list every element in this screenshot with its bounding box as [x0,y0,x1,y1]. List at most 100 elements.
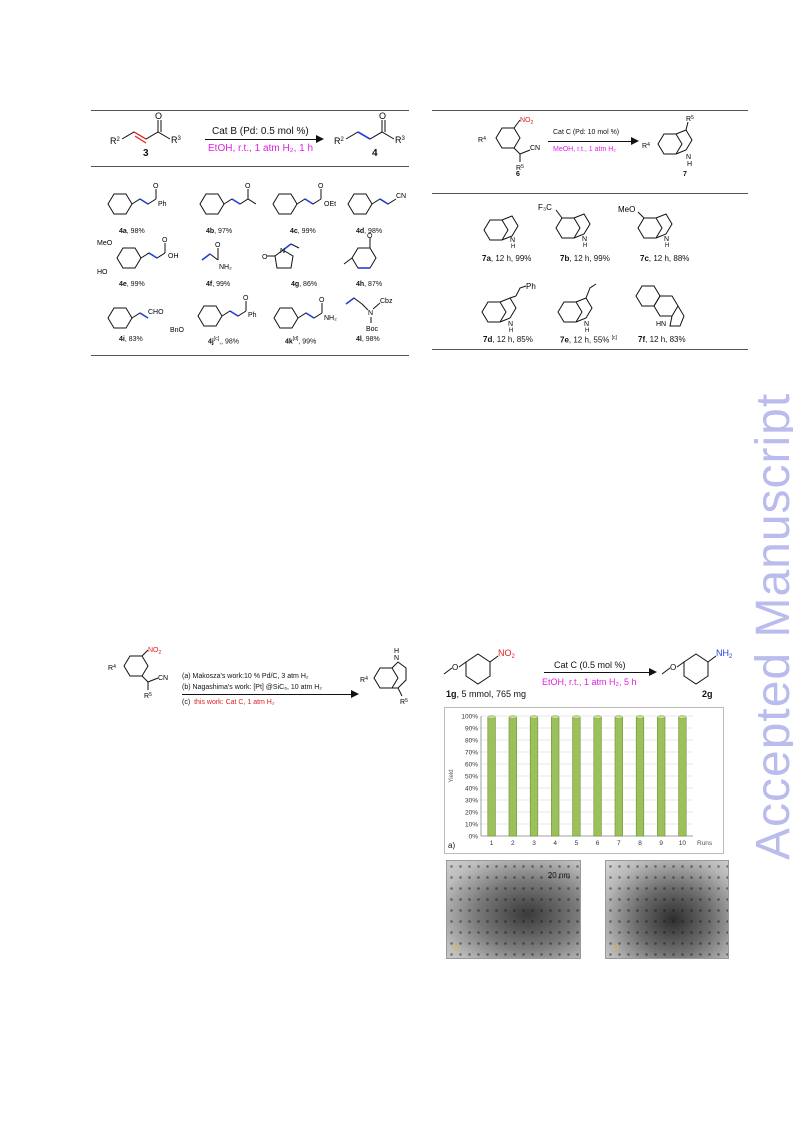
nitro-reactant-caption: 1g, 5 mmol, 765 mg [446,689,527,699]
bar-cap [678,715,687,719]
svg-text:N: N [510,237,515,244]
svg-text:O: O [379,111,386,121]
scheme-enone-hydrogenation: O R2 R3 3 Cat B (Pd: 0.5 mol %) EtOH, r.… [0,0,420,380]
svg-text:NH2: NH2 [716,648,733,660]
svg-text:H: H [665,243,669,249]
svg-text:MeO: MeO [618,205,635,214]
caption-7e: 7e, 12 h, 55% [c] [560,335,617,345]
caption-7b: 7b, 12 h, 99% [560,254,610,263]
nitro-product-caption: 2g [702,689,713,699]
y-tick-label: 50% [465,774,478,781]
product-7c-structure: MeO NH [618,205,673,249]
y-axis-label: Yield [449,769,455,782]
bottom-rule [432,349,748,350]
product-7a-structure: NH [483,215,519,250]
svg-text:H: H [511,244,515,250]
mid-rule [432,193,748,194]
y-tick-label: 60% [465,762,478,769]
svg-text:BnO: BnO [170,327,185,334]
svg-text:R2: R2 [110,136,121,146]
route-c: (c) this work: Cat C, 1 atm H₂ [182,699,275,706]
svg-text:R5: R5 [144,692,152,700]
bar-cap [614,715,623,719]
svg-text:O: O [670,663,676,672]
route-b: (b) Nagashima's work: [Pt] @SiC₆, 10 atm… [182,684,323,691]
bar [487,716,496,837]
watermark-text: Accepted Manuscript [747,392,793,860]
x-tick-label: 8 [638,840,642,847]
caption-4f: 4f, 99% [206,281,231,288]
svg-text:O: O [367,233,373,240]
svg-text:H: H [585,328,589,334]
nitro-conditions-bottom: EtOH, r.t., 1 atm H₂, 5 h [542,677,637,687]
bar [635,716,645,837]
group-4c: OEt [324,201,336,208]
y-tick-label: 70% [465,750,478,757]
svg-text:N: N [686,154,691,161]
caption-7d: 7d, 12 h, 85% [483,335,533,344]
svg-text:NO2: NO2 [498,648,516,660]
product-4i-structure: CHO [107,307,164,329]
product-4j-structure: O Ph BnO [170,295,257,334]
caption-4d: 4d, 98% [356,228,383,235]
bar-cap [487,715,496,719]
caption-4h: 4h, 87% [356,281,383,288]
caption-7c: 7c, 12 h, 88% [640,254,690,263]
x-tick-label: 5 [575,840,579,847]
x-tick-label: 1 [490,840,494,847]
svg-text:N: N [368,310,373,317]
enone-conditions-bottom: EtOH, r.t., 1 atm H₂, 1 h [208,143,314,154]
svg-text:NH₂: NH₂ [324,315,337,322]
caption-4b: 4b, 97% [206,228,233,235]
svg-text:Boc: Boc [366,326,379,333]
caption-4a: 4a, 98% [119,228,145,235]
svg-text:CN: CN [158,675,168,682]
enone-product-label: 4 [372,148,378,159]
tem-image-c: c) [605,860,729,959]
svg-text:N: N [280,248,285,255]
svg-text:R5: R5 [516,164,524,172]
bar [508,716,517,837]
svg-text:O: O [243,295,249,302]
caption-4k: 4k[d], 99% [285,336,317,346]
enone-reaction-arrow [205,139,322,140]
svg-text:N: N [508,321,513,328]
svg-text:O: O [319,297,325,304]
x-tick-label: 9 [659,840,663,847]
y-tick-label: 40% [465,786,478,793]
scheme-indole-synthesis: NO2 CN R5 R4 6 Cat C (Pd: 10 mol %) MeOH… [420,0,760,380]
svg-text:O: O [153,183,159,190]
tem-panel-label-b: b) [453,943,461,952]
svg-text:N: N [582,236,587,243]
group-4a: Ph [158,201,167,208]
product-4f-structure: O NH₂ [201,242,232,271]
enone-conditions-top: Cat B (Pd: 0.5 mol %) [212,126,309,137]
bar [678,716,687,837]
bar [614,716,623,837]
svg-text:O: O [318,183,324,190]
svg-text:Ph: Ph [526,282,536,291]
bar [529,716,539,837]
indole-product-structure: R5 N H R4 [642,115,694,168]
indole-product-label: 7 [683,171,687,178]
bar-cap [657,715,666,719]
route-product-structure: NH R5 R4 [360,648,408,706]
indole-conditions-bottom: MeOH, r.t., 1 atm H₂ [553,146,617,153]
scheme-indole-routes: NO2 CN R5 R4 (a) Makosza's work:10 % Pd/… [100,640,420,720]
caption-4c: 4c, 99% [290,228,316,235]
bar-cap [508,715,517,719]
x-axis-label: Runs [697,840,713,847]
product-4b-structure: O [199,183,257,215]
indole-reaction-arrow [548,141,636,142]
svg-text:NH₂: NH₂ [219,264,232,271]
top-rule [432,110,748,111]
svg-text:R2: R2 [334,136,345,146]
svg-text:N: N [664,236,669,243]
svg-text:R3: R3 [171,135,182,145]
tem-scale-label: 20 nm [547,871,570,880]
x-tick-label: 4 [553,840,557,847]
nitroanisole-structure: O NO2 [443,648,516,685]
chart-panel-label: a) [448,841,456,850]
x-tick-label: 3 [532,840,536,847]
caption-7a: 7a, 12 h, 99% [482,254,532,263]
